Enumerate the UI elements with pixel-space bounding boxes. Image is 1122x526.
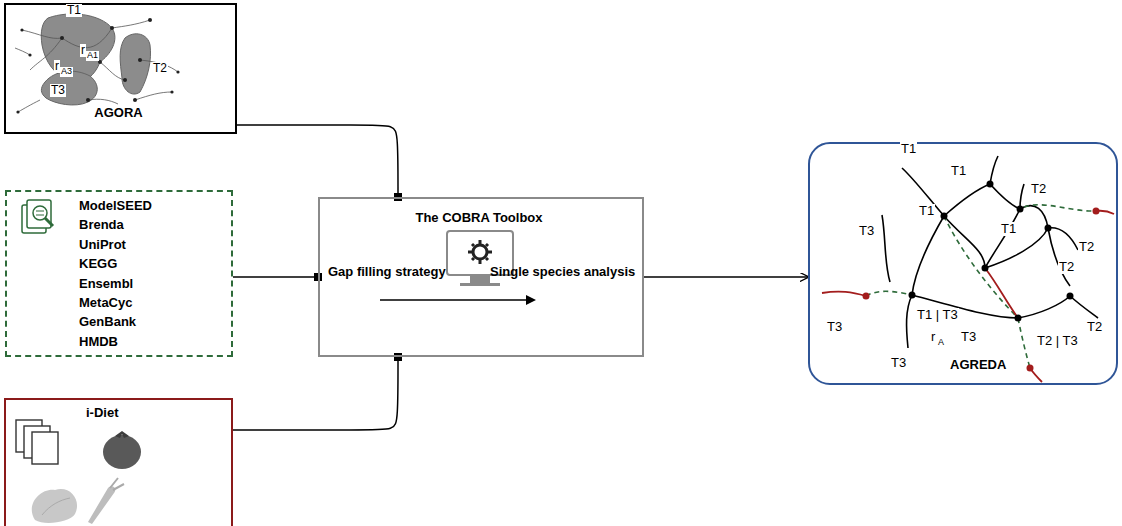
node-text: MetaCyc	[79, 296, 132, 311]
network-label: T2	[152, 62, 168, 75]
node-text: GenBank	[79, 315, 136, 330]
node-text: Single species analysis	[490, 265, 635, 280]
network-label: T3	[826, 320, 843, 334]
network-label: T3	[890, 356, 907, 370]
network-label: T3	[858, 224, 875, 238]
process-arrow	[380, 295, 536, 305]
source-box: AGORA	[4, 3, 237, 134]
network-label: T1	[950, 164, 967, 178]
agora-network	[15, 14, 180, 114]
network-label: T1	[918, 204, 935, 218]
network-label: T2 | T3	[1036, 334, 1079, 348]
node-text: The COBRA Toolbox	[320, 211, 638, 226]
node-text: ModelSEED	[79, 199, 152, 214]
network-label: T1	[900, 142, 917, 156]
database-box: ModelSEED BrendaUniProtKEGG EnsemblMetaCyc…	[5, 190, 233, 357]
node-text: Ensembl	[79, 277, 133, 292]
network-label: T1	[66, 4, 82, 17]
network-label: T1	[1000, 222, 1017, 236]
node-text: AGREDA	[950, 358, 1006, 373]
connector-port	[394, 353, 402, 361]
node-text: i-Diet	[86, 406, 119, 421]
node-text: AGORA	[6, 106, 231, 121]
node-text: Brenda	[79, 218, 124, 233]
subscript-label: A	[937, 338, 945, 348]
subscript-label: A3	[60, 67, 73, 77]
connector	[233, 276, 318, 278]
network-label: T1 | T3	[916, 308, 959, 322]
diet-box: i-Diet	[4, 398, 233, 526]
connector	[233, 357, 398, 430]
diet-icons	[16, 420, 141, 524]
network-label: T2	[1078, 240, 1095, 254]
toolbox-box: The COBRA ToolboxGap filling strategy Sin…	[318, 197, 644, 357]
node-text: KEGG	[79, 257, 117, 272]
subscript-label: A1	[86, 51, 99, 61]
network-label: T2	[1030, 182, 1047, 196]
database-icon	[22, 200, 53, 233]
network-label: r	[930, 330, 936, 344]
network-label: T3	[960, 330, 977, 344]
node-text: Gap filling strategy	[328, 265, 446, 280]
network-label: T2	[1086, 320, 1103, 334]
network-label: T2	[1058, 260, 1075, 274]
agreda-network	[822, 156, 1114, 382]
connector	[237, 125, 398, 197]
connector	[644, 276, 808, 278]
node-text: UniProt	[79, 238, 126, 253]
network-label: T3	[50, 84, 66, 97]
node-text: HMDB	[79, 335, 118, 350]
